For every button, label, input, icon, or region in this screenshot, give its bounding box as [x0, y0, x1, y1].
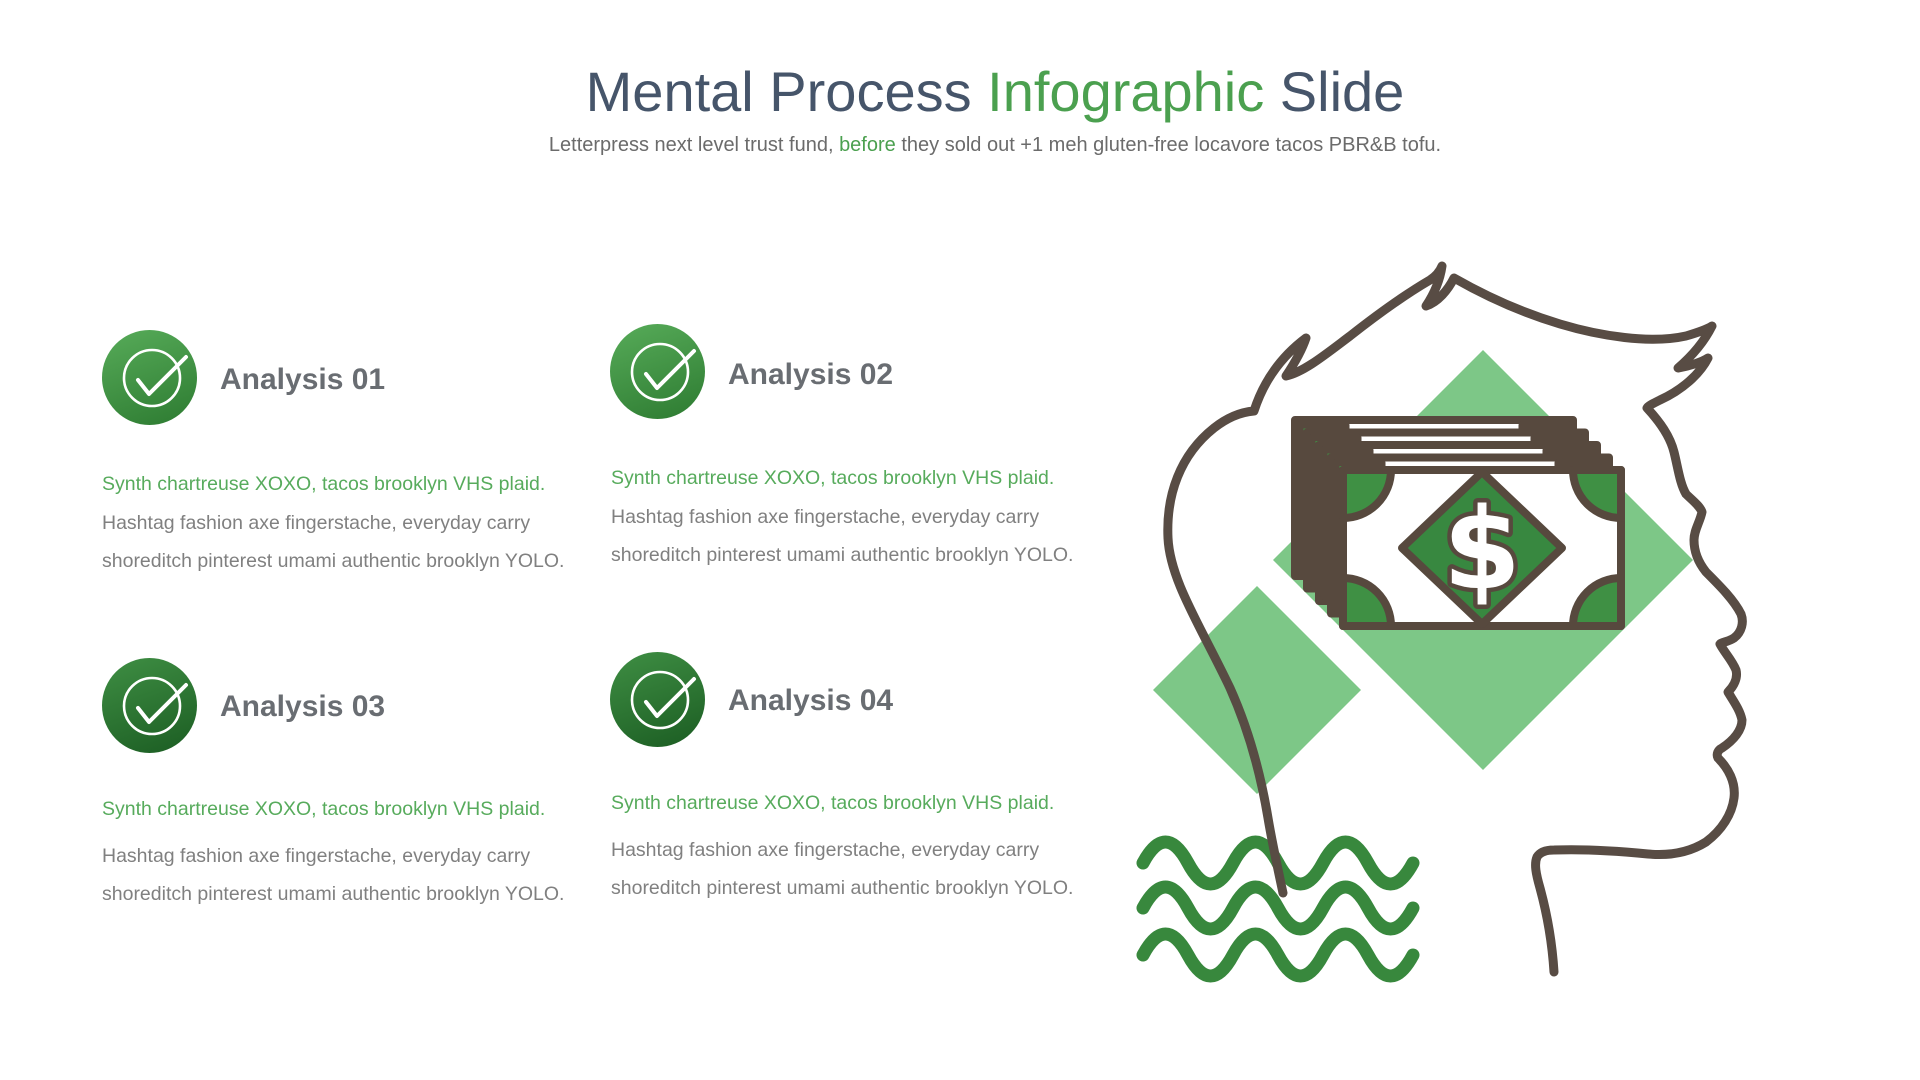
- subtitle-highlight: before: [839, 134, 896, 157]
- analysis-item-title: Analysis 02: [728, 358, 894, 391]
- body-line: Hashtag fashion axe fingerstache, everyd…: [102, 512, 531, 534]
- analysis-item-body: Hashtag fashion axe fingerstache, everyd…: [611, 832, 1073, 907]
- check-icon: [630, 342, 696, 402]
- head-profile-icon: $: [1136, 261, 1747, 983]
- body-line: Hashtag fashion axe fingerstache, everyd…: [611, 839, 1040, 861]
- bill-corner: [1569, 574, 1625, 630]
- analysis-item-lead: Synth chartreuse XOXO, tacos brooklyn VH…: [611, 467, 1055, 489]
- bill-corner: [1569, 466, 1625, 522]
- title-suffix: Slide: [1264, 60, 1405, 123]
- analysis-item-body: Hashtag fashion axe fingerstache, everyd…: [611, 499, 1073, 574]
- analysis-item-lead: Synth chartreuse XOXO, tacos brooklyn VH…: [102, 798, 546, 820]
- body-line: shoreditch pinterest umami authentic bro…: [102, 549, 565, 572]
- body-line: Hashtag fashion axe fingerstache, everyd…: [102, 845, 531, 867]
- check-circle-icon: [610, 652, 705, 747]
- title-highlight: Infographic: [987, 60, 1265, 123]
- dollar-sign-icon: $: [1443, 485, 1521, 615]
- head-money-illustration: $: [1130, 250, 1810, 1040]
- check-icon: [122, 348, 188, 408]
- check-icon: [122, 676, 188, 736]
- check-circle-icon: [102, 330, 197, 425]
- bill-corner: [1339, 574, 1395, 630]
- analysis-item-body: Hashtag fashion axe fingerstache, everyd…: [102, 838, 564, 913]
- subtitle-prefix: Letterpress next level trust fund,: [548, 134, 840, 157]
- bill-diamond: [1398, 468, 1566, 628]
- check-circle-icon: [102, 658, 197, 753]
- analysis-item-title: Analysis 04: [728, 684, 894, 717]
- subtitle-suffix: they sold out +1 meh gluten-free locavor…: [895, 134, 1442, 157]
- analysis-item-title: Analysis 03: [220, 690, 386, 723]
- check-circle-icon: [610, 324, 705, 419]
- head-outline: [1163, 261, 1747, 977]
- body-line: shoreditch pinterest umami authentic bro…: [611, 543, 1074, 566]
- analysis-item-lead: Synth chartreuse XOXO, tacos brooklyn VH…: [611, 792, 1055, 814]
- page-subtitle: Letterpress next level trust fund, befor…: [70, 134, 1920, 157]
- analysis-item-lead: Synth chartreuse XOXO, tacos brooklyn VH…: [102, 473, 546, 495]
- analysis-item-body: Hashtag fashion axe fingerstache, everyd…: [102, 505, 564, 580]
- bill-corner: [1339, 466, 1395, 522]
- body-line: shoreditch pinterest umami authentic bro…: [611, 876, 1074, 899]
- analysis-item-title: Analysis 01: [220, 363, 386, 396]
- slide-header: Mental Process Infographic Slide Letterp…: [70, 60, 1920, 157]
- body-line: shoreditch pinterest umami authentic bro…: [102, 882, 565, 905]
- page-title: Mental Process Infographic Slide: [70, 60, 1920, 124]
- title-prefix: Mental Process: [585, 60, 988, 123]
- money-stack-icon: [1291, 416, 1625, 630]
- check-icon: [630, 670, 696, 730]
- body-line: Hashtag fashion axe fingerstache, everyd…: [611, 506, 1040, 528]
